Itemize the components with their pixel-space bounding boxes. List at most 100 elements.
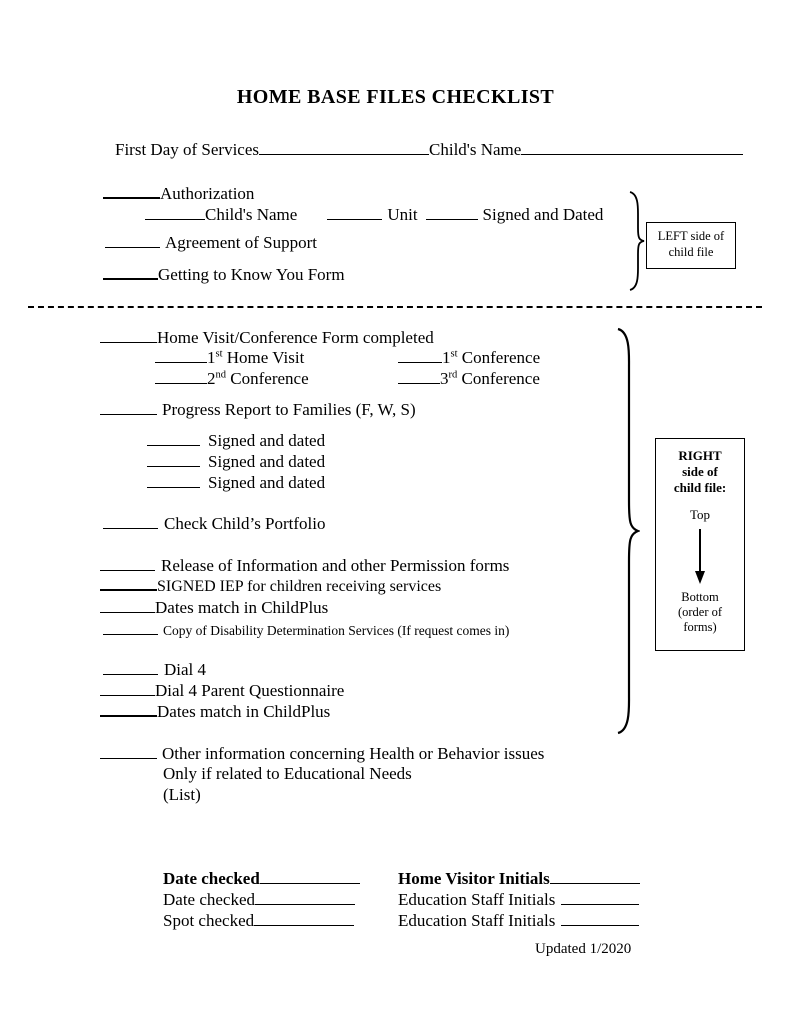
blank-line: [254, 922, 355, 926]
right-box-title1: RIGHT: [678, 448, 722, 463]
item-label: Release of Information and other Permiss…: [161, 556, 510, 575]
item-label: Getting to Know You Form: [158, 265, 345, 284]
left-box-line2: child file: [668, 245, 714, 260]
left-file-box: LEFT side of child file: [646, 222, 736, 269]
blank-line: [147, 484, 200, 488]
checklist-subitem-authorization-details: Child's Name Unit Signed and Dated: [145, 205, 603, 225]
checklist-subitem-first-home-visit: 1st Home Visit: [155, 348, 304, 368]
footer-education-staff-initials-2: Education Staff Initials: [398, 911, 640, 931]
dashed-divider: [28, 306, 762, 308]
child-name-label: Child's Name: [429, 140, 522, 159]
header-line: First Day of Services Child's Name: [115, 140, 744, 160]
child-name-sub-label: Child's Name: [205, 205, 298, 224]
blank-line: [327, 216, 383, 220]
signed-dated-label: Signed and Dated: [482, 205, 604, 224]
blank-line: [147, 442, 200, 446]
right-box-title2: side of: [682, 463, 718, 479]
unit-label: Unit: [387, 205, 418, 224]
item-label: Dial 4 Parent Questionnaire: [155, 681, 345, 700]
footer-label: Date checked: [163, 890, 256, 909]
footer-label: Education Staff Initials: [398, 911, 556, 930]
checklist-item-home-visit-form: Home Visit/Conference Form completed: [100, 328, 434, 348]
blank-line: [100, 339, 157, 343]
right-file-brace-icon: [616, 326, 642, 741]
subitem-label: 3rd Conference: [440, 369, 540, 388]
checklist-item-other-information-line2: Only if related to Educational Needs: [163, 764, 412, 784]
footer-label: Education Staff Initials: [398, 890, 556, 909]
checklist-item-signed-iep: SIGNED IEP for children receiving servic…: [100, 578, 441, 597]
subitem-label: 1st Conference: [442, 348, 541, 367]
checklist-item-other-information-list: (List): [163, 785, 201, 805]
checklist-subitem-signed-dated-3: Signed and dated: [147, 473, 325, 493]
right-box-title3: child file:: [673, 479, 727, 495]
checklist-item-getting-to-know-you: Getting to Know You Form: [103, 265, 345, 285]
blank-line: [100, 609, 155, 613]
blank-line: [103, 194, 160, 199]
item-label: Other information concerning Health or B…: [162, 744, 545, 763]
checklist-item-other-information: Other information concerning Health or B…: [100, 744, 544, 764]
blank-line: [398, 380, 440, 384]
blank-line: [105, 244, 160, 248]
blank-line: [103, 631, 158, 635]
blank-line: [155, 359, 207, 363]
blank-line: [255, 901, 356, 905]
blank-line: [103, 671, 158, 675]
checklist-item-dates-match-2: Dates match in ChildPlus: [100, 702, 330, 722]
item-label: Dates match in ChildPlus: [155, 598, 329, 617]
blank-line: [425, 216, 478, 220]
blank-line: [103, 275, 158, 280]
checklist-item-dates-match-1: Dates match in ChildPlus: [100, 598, 328, 618]
checklist-subitem-second-conference: 2nd Conference: [155, 369, 309, 389]
item-label: Authorization: [160, 184, 255, 203]
checklist-item-disability-determination: Copy of Disability Determination Service…: [103, 623, 509, 639]
footer-label: Date checked: [163, 869, 260, 888]
footer-home-visitor-initials: Home Visitor Initials: [398, 869, 640, 889]
item-label: Agreement of Support: [165, 233, 318, 252]
subitem-label: Signed and dated: [208, 452, 326, 471]
footer-education-staff-initials-1: Education Staff Initials: [398, 890, 640, 910]
checklist-item-dial4-questionnaire: Dial 4 Parent Questionnaire: [100, 681, 344, 701]
checklist-item-progress-report: Progress Report to Families (F, W, S): [100, 400, 416, 420]
down-arrow-icon: [656, 527, 744, 590]
blank-line: [103, 525, 158, 529]
blank-line: [259, 880, 360, 884]
blank-line: [561, 922, 640, 926]
checklist-subitem-first-conference: 1st Conference: [398, 348, 540, 368]
blank-line: [561, 901, 640, 905]
item-label: Copy of Disability Determination Service…: [163, 623, 510, 638]
first-day-of-services-label: First Day of Services: [115, 140, 260, 159]
checklist-subitem-signed-dated-2: Signed and dated: [147, 452, 325, 472]
blank-line: [100, 692, 155, 696]
item-label: Dates match in ChildPlus: [157, 702, 331, 721]
item-label: (List): [163, 785, 201, 804]
blank-line: [100, 712, 157, 717]
subitem-label: Signed and dated: [208, 431, 326, 450]
right-box-bottom-label2: (order of: [677, 605, 723, 620]
left-file-brace-icon: [628, 190, 646, 297]
footer-label: Spot checked: [163, 911, 255, 930]
blank-line: [147, 463, 200, 467]
checklist-item-authorization: Authorization: [103, 184, 254, 204]
checklist-subitem-third-conference: 3rd Conference: [398, 369, 540, 389]
blank-line: [398, 359, 442, 363]
checklist-subitem-signed-dated-1: Signed and dated: [147, 431, 325, 451]
subitem-label: Signed and dated: [208, 473, 326, 492]
left-box-line1: LEFT side of: [657, 229, 725, 243]
right-box-bottom-label1: Bottom: [681, 590, 719, 605]
blank-line: [259, 151, 430, 155]
item-label: Only if related to Educational Needs: [163, 764, 412, 783]
item-label: Check Child’s Portfolio: [164, 514, 326, 533]
checklist-item-agreement-of-support: Agreement of Support: [105, 233, 317, 253]
blank-line: [100, 755, 157, 759]
right-box-top-label: Top: [689, 506, 711, 522]
checklist-item-check-portfolio: Check Child’s Portfolio: [103, 514, 326, 534]
item-label: Dial 4: [164, 660, 207, 679]
blank-line: [100, 567, 155, 571]
checklist-item-dial4: Dial 4: [103, 660, 206, 680]
right-box-bottom-label3: forms): [683, 620, 717, 635]
updated-note: Updated 1/2020: [535, 941, 632, 957]
right-file-box: RIGHT side of child file: Top Bottom (or…: [655, 438, 745, 651]
item-label: SIGNED IEP for children receiving servic…: [157, 578, 442, 595]
footer-spot-checked: Spot checked: [163, 911, 355, 931]
